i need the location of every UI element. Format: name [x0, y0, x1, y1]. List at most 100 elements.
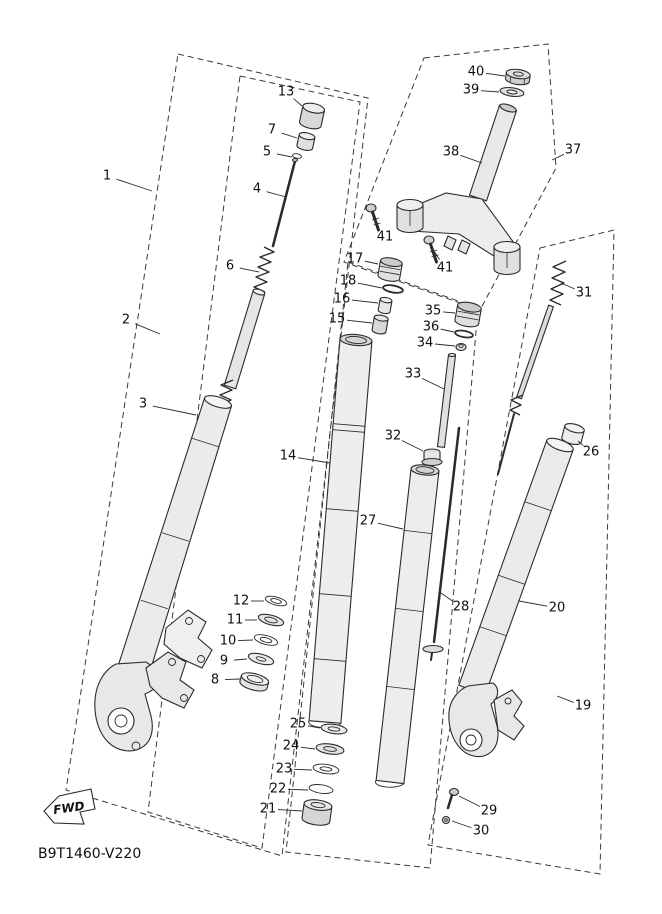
- leader-line: [237, 639, 254, 642]
- part-number-label: 18: [340, 274, 357, 289]
- leader-line: [277, 809, 303, 812]
- tube-band: [332, 429, 365, 433]
- leader-line: [460, 154, 483, 164]
- part-number-label: 11: [227, 613, 244, 628]
- left-clamp-boss: [396, 198, 424, 234]
- part-25-slide-metal: [320, 723, 348, 735]
- part-9-washer: [247, 652, 275, 666]
- part-16-collar: [377, 296, 393, 315]
- part-41-pinch-bolt-left: [365, 203, 381, 232]
- leader-line: [560, 282, 576, 290]
- lug-hole: [504, 697, 512, 705]
- right-clamp-boss: [493, 240, 521, 276]
- part-24-oil-seal: [315, 743, 345, 755]
- part-number-label: 8: [211, 673, 219, 688]
- leader-line: [287, 788, 309, 791]
- part-38-stem-shaft: [468, 103, 518, 202]
- axle-bracket-casting: [94, 609, 213, 752]
- lug-hole: [180, 694, 188, 702]
- axle-hole-inner: [465, 734, 477, 746]
- outline-center-tube-group: [285, 261, 479, 869]
- tube-band: [140, 599, 168, 610]
- tube-band: [314, 658, 347, 662]
- bracket-hole: [185, 617, 193, 625]
- part-number-label: 21: [260, 802, 277, 817]
- part-number-label: 40: [468, 65, 485, 80]
- adjuster-rod: [497, 413, 515, 475]
- steering-stem-assembly: [365, 68, 531, 276]
- part-number-label: 30: [473, 824, 490, 839]
- leader-line: [224, 678, 241, 681]
- part-34-nut: [455, 342, 467, 352]
- part-39-washer: [499, 86, 525, 98]
- part-17-piston: [377, 257, 403, 282]
- axle-hole: [459, 728, 483, 752]
- tube-band: [479, 626, 507, 637]
- part-number-label: 39: [463, 83, 480, 98]
- tube-band: [161, 532, 190, 542]
- part-21-dust-cap: [301, 799, 333, 826]
- part-40-nut: [505, 68, 531, 86]
- tube-band: [498, 574, 525, 585]
- part-number-label: 25: [290, 717, 307, 732]
- part-number-label: 14: [280, 449, 297, 464]
- part-number-label: 13: [278, 85, 295, 100]
- leader-line: [480, 90, 500, 93]
- part-number-label: 17: [347, 252, 364, 267]
- part-8-slide-bushing: [239, 672, 270, 692]
- leader-line: [551, 153, 565, 161]
- leader-line: [485, 72, 506, 77]
- left-seal-stack: [239, 595, 288, 692]
- outline-complete-fork-left: [65, 53, 369, 857]
- axle-hole-inner: [114, 714, 128, 728]
- part-number-label: 24: [283, 739, 300, 754]
- inner-tube-assembly: [301, 333, 373, 826]
- part-18-o-ring: [382, 284, 404, 294]
- part-6-rebound-spring: [253, 246, 275, 293]
- leader-line: [518, 600, 548, 607]
- part-30-washer: [441, 815, 451, 825]
- drain-bolt: [131, 741, 141, 751]
- leader-line: [135, 323, 161, 335]
- leader-line: [281, 132, 298, 139]
- part-29-bolt: [446, 787, 460, 810]
- tube-bottom-edge: [375, 780, 405, 788]
- caliper-bracket: [163, 609, 213, 669]
- stopper-tab: [457, 239, 471, 255]
- tube-band: [524, 501, 552, 512]
- leader-line: [266, 191, 287, 198]
- part-number-label: 3: [139, 397, 147, 412]
- part-number-label: 20: [549, 601, 566, 616]
- leader-line: [351, 299, 379, 304]
- damper-internals: [421, 301, 482, 661]
- part-number-label: 29: [481, 804, 498, 819]
- part-number-label: 22: [270, 782, 287, 797]
- tube-band: [386, 686, 415, 690]
- part-number-label: 10: [220, 634, 237, 649]
- leader-line: [364, 260, 379, 265]
- part-number-label: 19: [575, 699, 592, 714]
- part-35-damper-piston: [454, 301, 482, 328]
- leader-line: [307, 725, 321, 729]
- part-31-spring: [549, 260, 567, 306]
- outline-steering-stem-group: [343, 43, 557, 311]
- leader-line: [375, 223, 380, 230]
- part-26-cap: [561, 423, 585, 445]
- spring-rod: [515, 304, 555, 400]
- part-27-damper-tube: [375, 464, 440, 788]
- part-number-label: 33: [405, 367, 422, 382]
- leader-line: [433, 250, 440, 260]
- part-15-bushing: [371, 314, 389, 335]
- stopper-tab: [443, 235, 457, 251]
- part-22-clip: [308, 784, 334, 794]
- part-number-label: 27: [360, 514, 377, 529]
- leader-line: [577, 440, 584, 446]
- leader-line: [442, 311, 456, 314]
- part-number-label: 36: [423, 320, 440, 335]
- cap-bolt-parts: [371, 257, 404, 335]
- caliper-lug: [145, 651, 195, 709]
- leader-line: [357, 282, 383, 289]
- part-41-pinch-bolt-right: [423, 235, 439, 264]
- tube-band: [404, 530, 432, 534]
- part-12-washer: [264, 595, 288, 607]
